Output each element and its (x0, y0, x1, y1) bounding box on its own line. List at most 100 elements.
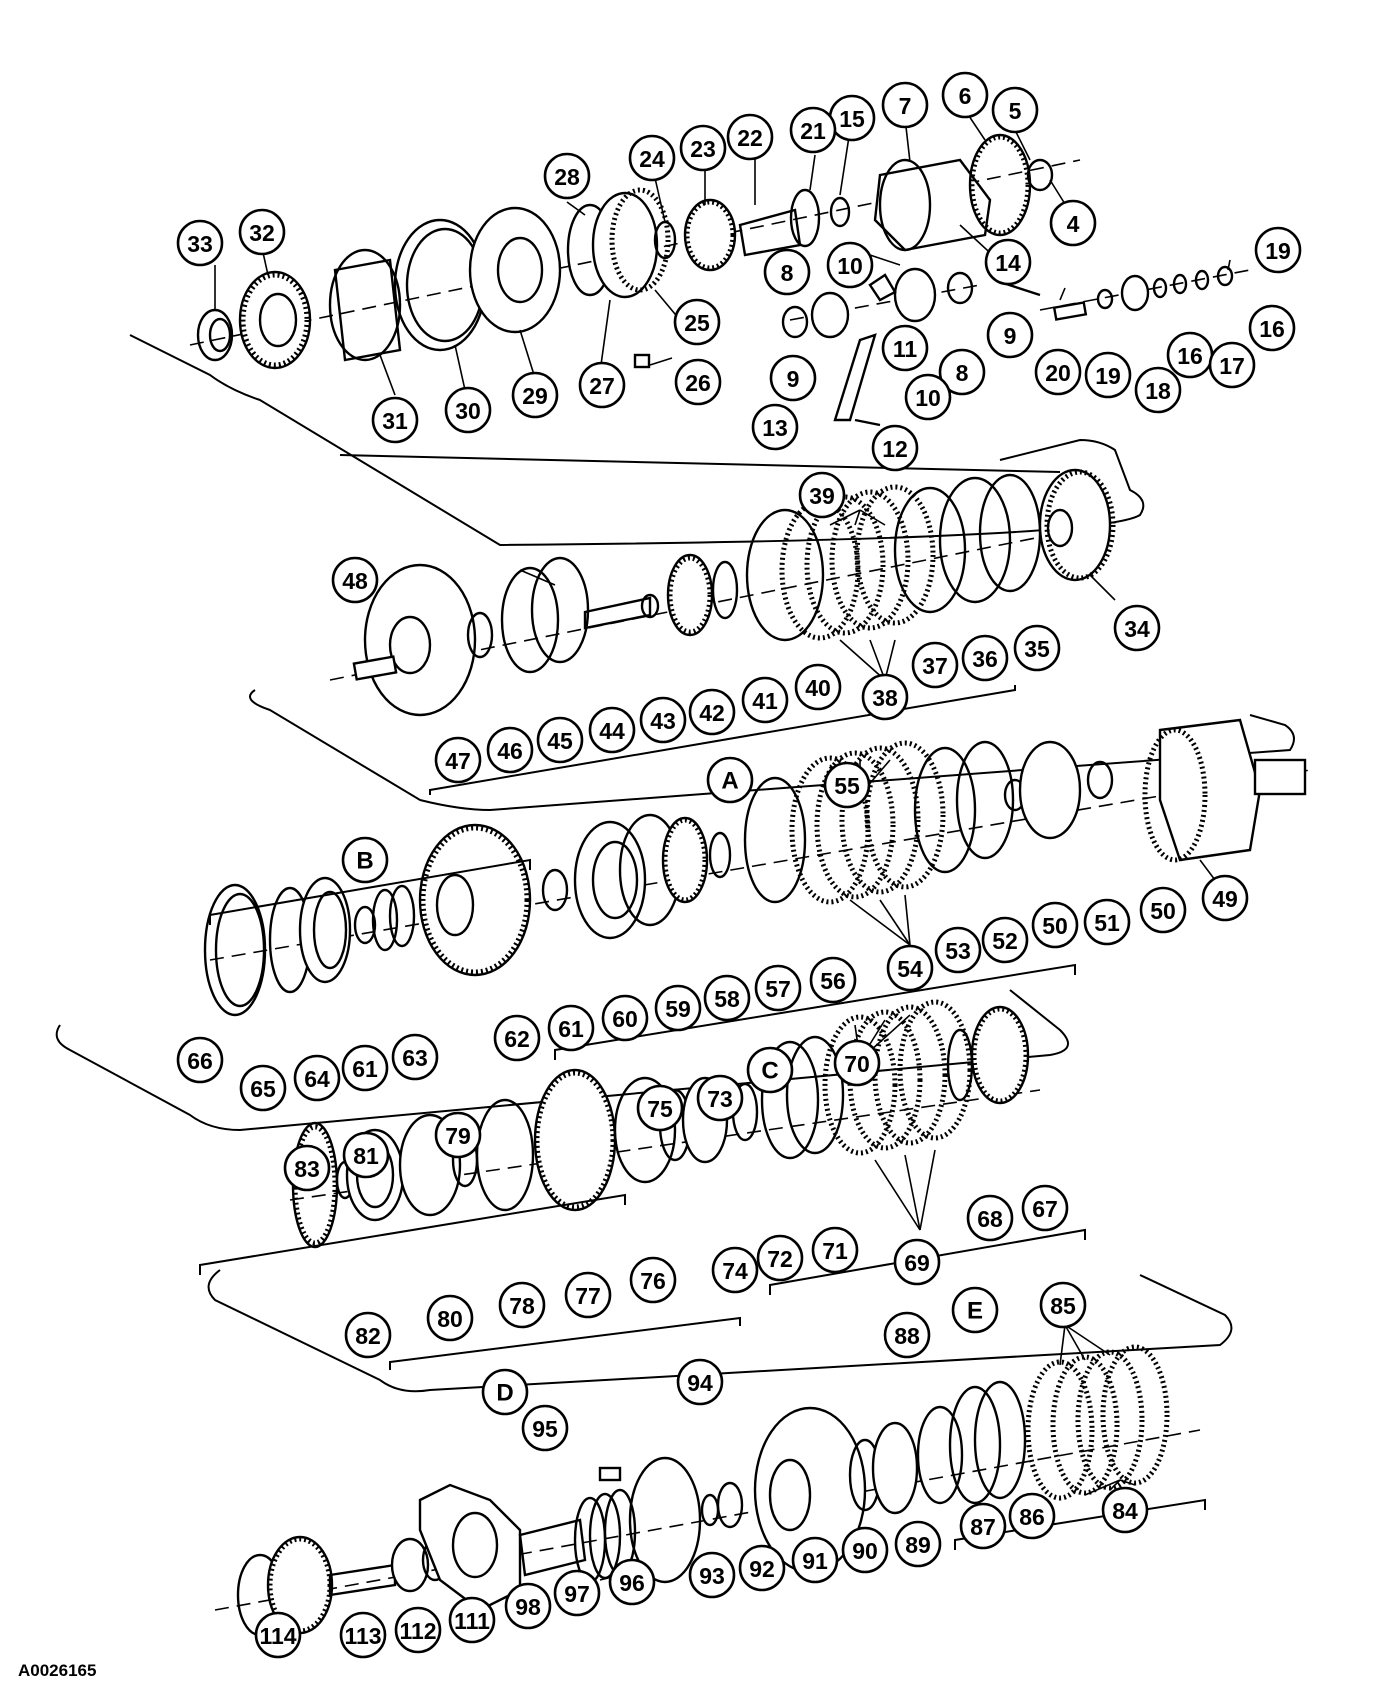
part-15-washer (829, 196, 851, 228)
callout-73: 73 (696, 1074, 744, 1122)
svg-text:31: 31 (382, 408, 408, 434)
callout-62: 62 (493, 1014, 541, 1062)
svg-text:53: 53 (945, 938, 971, 964)
callout-8b: 8 (938, 348, 986, 396)
svg-text:10: 10 (915, 385, 941, 411)
callout-67: 67 (1021, 1184, 1069, 1232)
callout-58: 58 (703, 974, 751, 1022)
svg-text:56: 56 (820, 968, 846, 994)
svg-text:25: 25 (684, 310, 710, 336)
svg-text:64: 64 (304, 1066, 330, 1092)
figure-reference-id: A0026165 (18, 1661, 97, 1680)
callout-6: 6 (941, 71, 989, 119)
part-95-strut (598, 1466, 622, 1482)
callout-29: 29 (511, 371, 559, 419)
callout-23: 23 (679, 124, 727, 172)
callout-79: 79 (434, 1111, 482, 1159)
part-84-friction (1025, 1359, 1095, 1501)
svg-text:50: 50 (1042, 913, 1068, 939)
svg-text:4: 4 (1067, 211, 1080, 237)
svg-text:86: 86 (1019, 1504, 1045, 1530)
part-60-piston (573, 820, 647, 940)
callout-47: 47 (434, 736, 482, 784)
svg-text:96: 96 (619, 1570, 645, 1596)
callout-82: 82 (344, 1311, 392, 1359)
row-5-parts (214, 1344, 1201, 1637)
svg-text:98: 98 (515, 1594, 541, 1620)
part-85-steel (1075, 1349, 1145, 1491)
svg-text:29: 29 (522, 383, 548, 409)
svg-text:113: 113 (344, 1623, 381, 1649)
callout-112: 112 (394, 1606, 442, 1654)
svg-text:30: 30 (455, 398, 481, 424)
part-44-shaft (583, 596, 652, 630)
svg-text:94: 94 (687, 1370, 713, 1396)
callout-37: 37 (911, 641, 959, 689)
svg-text:39: 39 (809, 483, 835, 509)
callout-7: 7 (881, 81, 929, 129)
callout-76: 76 (629, 1256, 677, 1304)
part-55-steel (839, 745, 921, 895)
svg-text:114: 114 (259, 1623, 296, 1649)
svg-text:97: 97 (564, 1581, 590, 1607)
callout-71: 71 (811, 1226, 859, 1274)
part-97-sleeve (518, 1518, 587, 1577)
callout-22: 22 (726, 113, 774, 161)
part-63-ring (371, 888, 399, 952)
svg-text:22: 22 (737, 125, 763, 151)
callout-46: 46 (486, 726, 534, 774)
part-17-spacer (1172, 273, 1188, 295)
svg-text:14: 14 (995, 250, 1021, 276)
svg-text:10: 10 (837, 253, 863, 279)
part-34-hub (1038, 468, 1112, 582)
svg-text:6: 6 (959, 83, 972, 109)
svg-text:24: 24 (639, 146, 665, 172)
group-label-c: C (746, 1046, 794, 1094)
callout-96: 96 (608, 1558, 656, 1606)
part-42-hub (666, 553, 714, 637)
part-29-drum (468, 206, 562, 334)
part-72-snap-ring (760, 1040, 820, 1160)
callout-27: 27 (578, 361, 626, 409)
svg-text:71: 71 (822, 1238, 848, 1264)
callout-88: 88 (883, 1311, 931, 1359)
svg-text:17: 17 (1219, 353, 1245, 379)
callout-56: 56 (809, 956, 857, 1004)
part-69-friction (822, 1014, 898, 1156)
svg-text:33: 33 (187, 231, 213, 257)
part-92-bearing (716, 1481, 744, 1529)
svg-text:73: 73 (707, 1086, 733, 1112)
callout-95: 95 (521, 1404, 569, 1452)
callout-5: 5 (991, 86, 1039, 134)
part-66-plate (203, 883, 267, 1017)
svg-text:28: 28 (554, 164, 580, 190)
callout-69: 69 (893, 1238, 941, 1286)
svg-text:78: 78 (509, 1293, 535, 1319)
callout-44: 44 (588, 706, 636, 754)
svg-text:21: 21 (800, 118, 826, 144)
svg-text:62: 62 (504, 1026, 530, 1052)
svg-text:19: 19 (1095, 363, 1121, 389)
svg-text:A: A (721, 768, 738, 795)
svg-text:89: 89 (905, 1532, 931, 1558)
svg-text:5: 5 (1009, 98, 1022, 124)
leader-lines (214, 109, 1231, 1581)
group-label-d: D (481, 1368, 529, 1416)
svg-text:7: 7 (899, 93, 912, 119)
part-40-plate (745, 508, 825, 642)
svg-text:16: 16 (1259, 316, 1285, 342)
callout-60: 60 (601, 994, 649, 1042)
part-88-plate (916, 1405, 964, 1505)
svg-text:112: 112 (399, 1618, 436, 1644)
part-19-washer-b (1216, 265, 1234, 287)
callout-36: 36 (961, 634, 1009, 682)
callout-68: 68 (966, 1194, 1014, 1242)
part-112-bearing (390, 1537, 430, 1593)
callout-54: 54 (886, 944, 934, 992)
svg-text:79: 79 (445, 1123, 471, 1149)
callout-83: 83 (283, 1144, 331, 1192)
svg-text:84: 84 (1112, 1498, 1138, 1524)
svg-text:57: 57 (765, 976, 791, 1002)
part-94-band (628, 1456, 702, 1584)
